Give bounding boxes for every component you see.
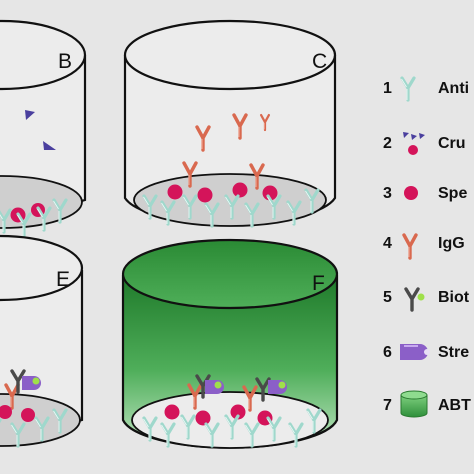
antigen-dot bbox=[21, 408, 35, 422]
legend-item-5: 5 Biot bbox=[383, 287, 470, 312]
capture-antibody-icon bbox=[399, 76, 416, 102]
legend-item-1: 1 Anti bbox=[383, 76, 469, 102]
legend-number: 7 bbox=[383, 397, 392, 414]
legend-item-7: 7 ABT bbox=[383, 390, 471, 418]
legend-number: 2 bbox=[383, 135, 392, 152]
panel-c: C bbox=[123, 19, 337, 228]
legend-number: 4 bbox=[383, 235, 392, 252]
igg-antibody-icon bbox=[402, 233, 418, 260]
antigen-dot bbox=[167, 184, 183, 200]
legend-label: Spe bbox=[438, 185, 467, 202]
antigen-dot bbox=[0, 405, 12, 419]
panel-b: B bbox=[0, 19, 87, 238]
legend-label: Stre bbox=[438, 344, 469, 361]
antigen-dot bbox=[195, 410, 211, 426]
legend-number: 5 bbox=[383, 289, 392, 306]
panel-f-rim bbox=[121, 238, 339, 310]
biotin-antibody-icon bbox=[404, 287, 420, 312]
antigen-dot bbox=[262, 185, 278, 201]
legend-item-2: 2 Cru bbox=[383, 132, 466, 155]
panel-e-rim bbox=[0, 234, 84, 302]
biotin-dot bbox=[278, 381, 286, 389]
legend-item-6: 6 Stre bbox=[383, 344, 469, 361]
legend-label: ABT bbox=[438, 397, 471, 414]
specific-antigen-icon bbox=[404, 186, 418, 200]
crude-particle bbox=[43, 141, 56, 150]
biotin-dot bbox=[417, 293, 425, 301]
antigen-dot bbox=[164, 404, 180, 420]
legend-number: 1 bbox=[383, 80, 392, 97]
panel-f-letter: F bbox=[312, 272, 325, 295]
panel-e-letter: E bbox=[56, 268, 70, 291]
panel-f: F bbox=[121, 238, 339, 449]
biotin-dot bbox=[214, 381, 222, 389]
legend-number: 6 bbox=[383, 344, 392, 361]
abts-cylinder-icon bbox=[400, 390, 428, 418]
legend-number: 3 bbox=[383, 185, 392, 202]
antigen-dot bbox=[232, 182, 248, 198]
panel-e: E bbox=[0, 234, 84, 448]
crude-particle bbox=[25, 110, 35, 120]
panel-c-letter: C bbox=[312, 50, 327, 73]
antigen-dot bbox=[230, 404, 246, 420]
legend-label: Biot bbox=[438, 289, 470, 306]
legend-label: Anti bbox=[438, 80, 469, 97]
legend: 1 Anti 2 Cru 3 Spe 4 bbox=[383, 76, 471, 418]
panel-b-letter: B bbox=[58, 50, 72, 73]
streptavidin bbox=[205, 380, 224, 394]
streptavidin-icon bbox=[400, 344, 430, 360]
antigen-dot bbox=[197, 187, 213, 203]
legend-item-3: 3 Spe bbox=[383, 185, 467, 202]
biotin-dot bbox=[32, 377, 40, 385]
legend-item-4: 4 IgG bbox=[383, 233, 465, 260]
legend-label: Cru bbox=[438, 135, 466, 152]
legend-label: IgG bbox=[438, 235, 465, 252]
panel-c-rim bbox=[123, 19, 337, 91]
panel-b-rim bbox=[0, 19, 87, 91]
crude-mixture-icon bbox=[403, 132, 425, 155]
